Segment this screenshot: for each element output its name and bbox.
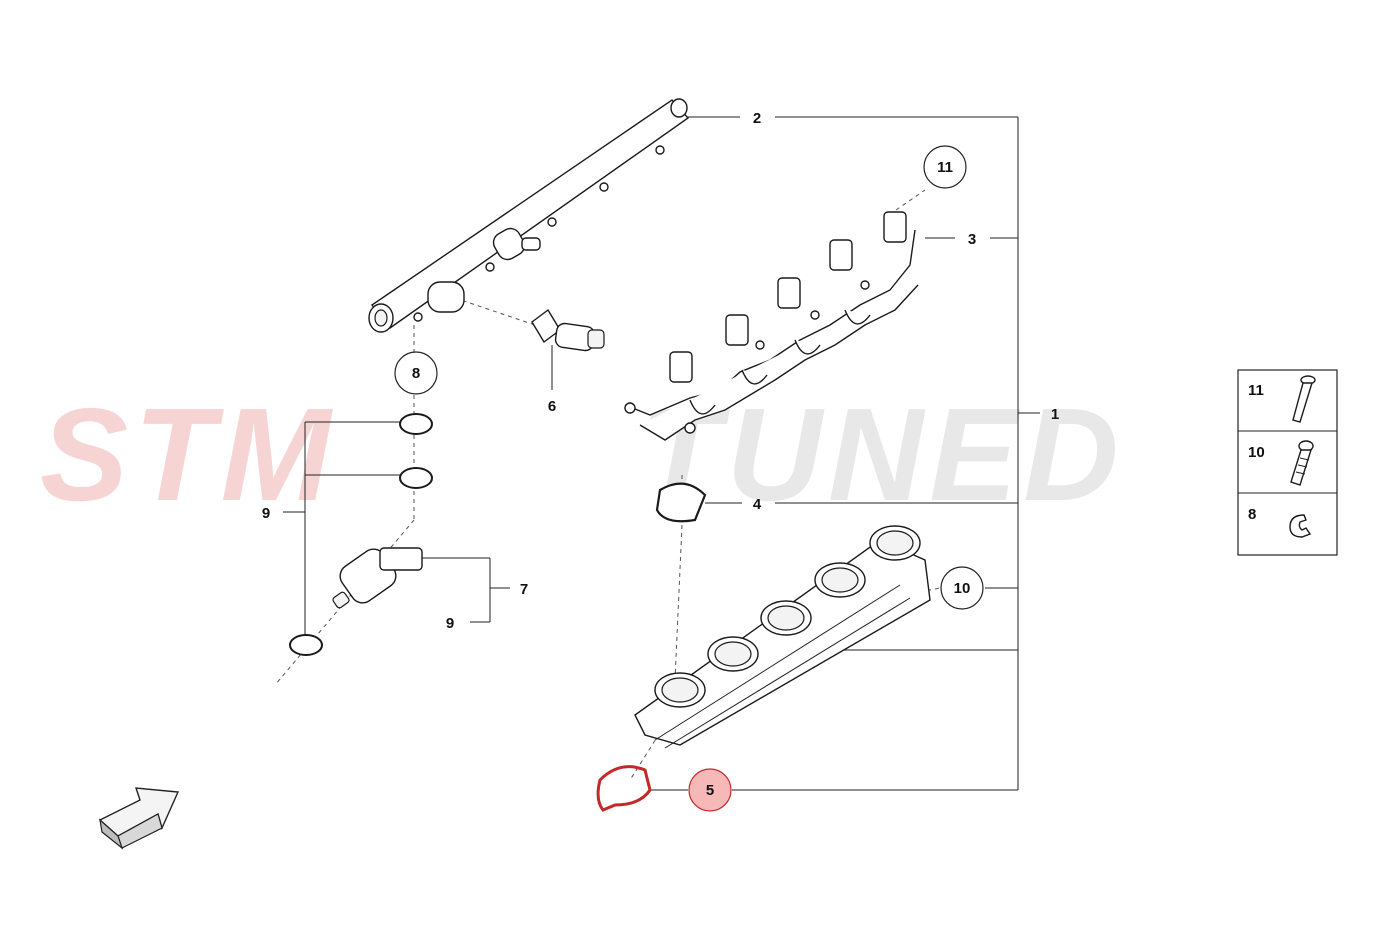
short-bolt-icon — [1290, 440, 1314, 486]
callout-10: 10 — [940, 566, 984, 610]
fuel-rail — [368, 98, 690, 333]
gasket-part-4 — [655, 482, 707, 523]
svg-text:10: 10 — [1248, 444, 1265, 461]
legend-row-8: 8 — [1248, 506, 1312, 538]
callout-4: 4 — [753, 496, 762, 513]
long-bolt-icon — [1292, 375, 1316, 423]
injector-bracket — [624, 211, 919, 441]
svg-text:11: 11 — [1248, 382, 1264, 399]
view-direction-arrow-icon — [98, 787, 180, 850]
callout-5: 5 — [688, 768, 732, 812]
svg-text:8: 8 — [412, 365, 420, 382]
callout-8: 8 — [394, 351, 438, 395]
callout-2: 2 — [753, 110, 761, 127]
watermark: STM TUNED — [40, 381, 1119, 528]
callout-1: 1 — [1051, 406, 1059, 423]
callout-9-left: 9 — [262, 505, 270, 522]
callout-7: 7 — [520, 581, 528, 598]
pressure-sensor — [531, 308, 605, 352]
intake-manifold — [634, 525, 931, 749]
fuel-injector — [332, 547, 423, 609]
legend-row-10: 10 — [1248, 440, 1314, 486]
callout-11: 11 — [923, 145, 967, 189]
leader-lines — [283, 116, 1040, 791]
svg-text:11: 11 — [937, 159, 953, 176]
fastener-legend: 11 10 8 — [1237, 369, 1338, 556]
callout-9-injector: 9 — [446, 615, 454, 632]
gasket-part-5 — [596, 765, 652, 812]
o-rings — [289, 413, 433, 656]
callout-6: 6 — [548, 398, 556, 415]
callout-3: 3 — [968, 231, 976, 248]
svg-text:8: 8 — [1248, 506, 1256, 523]
watermark-left: STM — [40, 381, 337, 528]
svg-text:10: 10 — [954, 580, 971, 597]
legend-row-11: 11 — [1248, 375, 1316, 423]
clip-icon — [1289, 514, 1312, 538]
svg-text:5: 5 — [706, 782, 714, 799]
